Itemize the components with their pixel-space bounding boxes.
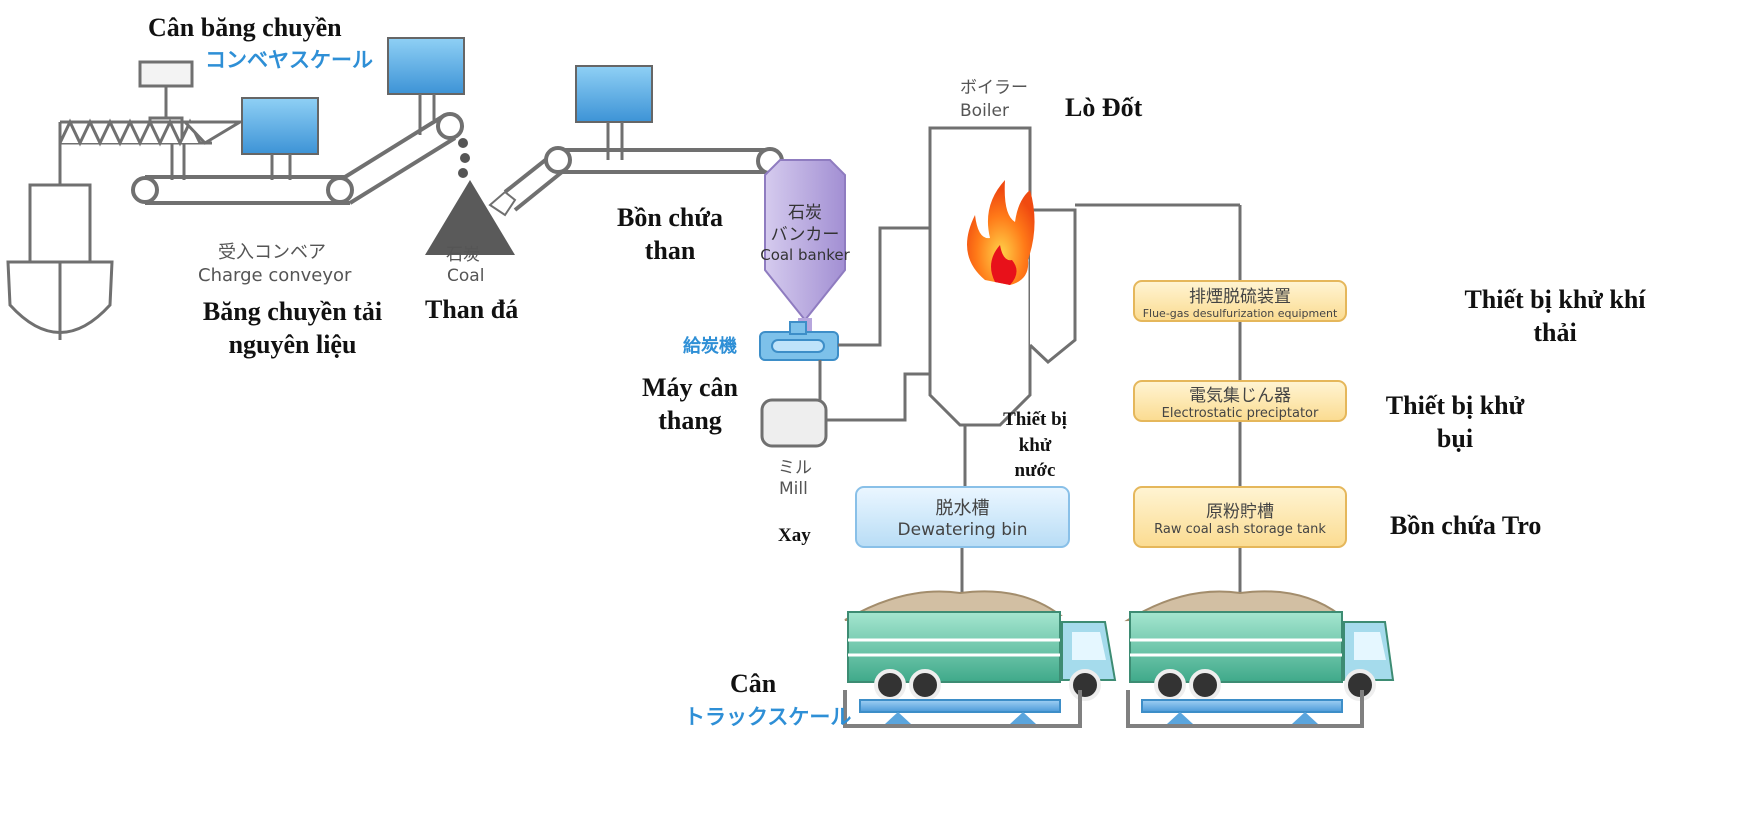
charge-conveyor [131,112,464,205]
fgd-vn-line2: thải [1533,317,1577,347]
charge-conveyor-vn-line1: Băng chuyền tải [202,297,383,326]
esp-en-label: Electrostatic preciptator [1161,406,1319,421]
coal-drops [458,138,470,178]
coal-pile [425,180,517,255]
coal-en-label: Coal [447,266,485,286]
esp-jp-label: 電気集じん器 [1189,386,1291,406]
reclaim-conveyor [503,146,784,212]
boiler-jp-label: ボイラー [960,78,1028,98]
mill [760,398,828,448]
dewater-jp-label: 脱水槽 [935,498,990,519]
ash-en-label: Raw coal ash storage tank [1154,522,1326,537]
coal-feeder [759,321,839,361]
boiler-en-label: Boiler [960,101,1009,121]
fgd-vn-label: Thiết bị khử khí thải [1350,284,1760,349]
coal-jp-label: 石炭 [446,245,480,265]
mill-en-label: Mill [779,479,808,499]
bunker-vn-label: Bồn chứa than [600,202,740,267]
charge-conveyor-vn-line2: nguyên liệu [228,329,357,359]
fgd-jp-label: 排煙脱硫装置 [1189,287,1291,307]
feeder-vn-line2: thang [658,405,722,435]
unloader-crane [58,60,246,185]
monitor-conveyor-scale [387,37,465,135]
boiler-vn-label: Lò Đốt [1065,93,1143,122]
truck-scale-jp-label: トラックスケール [684,705,852,729]
feeder-vn-line1: Máy cân [641,373,739,402]
esp-vn-line1: Thiết bị khử [1385,391,1525,420]
esp-box: 電気集じん器 Electrostatic preciptator [1133,380,1347,422]
fgd-en-label: Flue-gas desulfurization equipment [1142,307,1338,320]
ash-tank-box: 原粉貯槽 Raw coal ash storage tank [1133,486,1347,548]
dewater-vn-line1: Thiết bị [1003,409,1067,430]
fgd-box: 排煙脱硫装置 Flue-gas desulfurization equipmen… [1133,280,1347,322]
truck-left [844,590,1117,701]
truck-scale-left [843,690,1082,728]
flame-icon [967,180,1035,285]
feeder-jp-label: 給炭機 [683,336,737,357]
coal-bunker [764,159,846,332]
coal-vn-label: Than đá [425,295,519,324]
esp-vn-label: Thiết bị khử bụi [1355,390,1555,455]
dewater-en-label: Dewatering bin [897,520,1028,540]
fgd-vn-line1: Thiết bị khử khí [1464,285,1646,314]
ship [6,183,114,340]
conveyor-scale-jp-label: コンベヤスケール [205,48,373,72]
bunker-vn-line2: than [644,235,696,265]
conveyor-scale-vn-label: Cân băng chuyền [148,13,342,42]
charge-conveyor-jp-label: 受入コンベア [218,242,326,263]
ash-vn-label: Bồn chứa Tro [1390,511,1542,540]
charge-conveyor-en-label: Charge conveyor [198,265,352,286]
feeder-vn-label: Máy cân thang [630,372,750,437]
bunker-jp-1: 石炭 [788,203,822,223]
monitor-conveyor [241,97,319,180]
bunker-en: Coal banker [760,246,850,265]
bunker-label-group: 石炭 バンカー Coal banker [755,202,855,266]
ash-jp-label: 原粉貯槽 [1206,502,1274,522]
monitor-bunker [575,65,653,160]
dewater-vn-line2: khử [1018,434,1052,456]
dewater-vn-line3: nước [1014,460,1056,482]
truck-scale-vn-label: Cân [730,669,777,698]
bunker-jp-2: バンカー [770,225,840,246]
bunker-vn-line1: Bồn chứa [617,203,723,232]
dewater-vn-label: Thiết bị khử nước [990,407,1080,484]
dewatering-bin-box: 脱水槽 Dewatering bin [855,486,1070,548]
truck-scale-right [1126,690,1364,728]
mill-jp-label: ミル [778,458,812,478]
truck-right [1124,590,1395,701]
esp-vn-line2: bụi [1436,423,1474,453]
charge-conveyor-vn-label: Băng chuyền tải nguyên liệu [190,296,395,361]
pipes-feed [818,226,930,422]
mill-vn-label: Xay [778,525,811,546]
